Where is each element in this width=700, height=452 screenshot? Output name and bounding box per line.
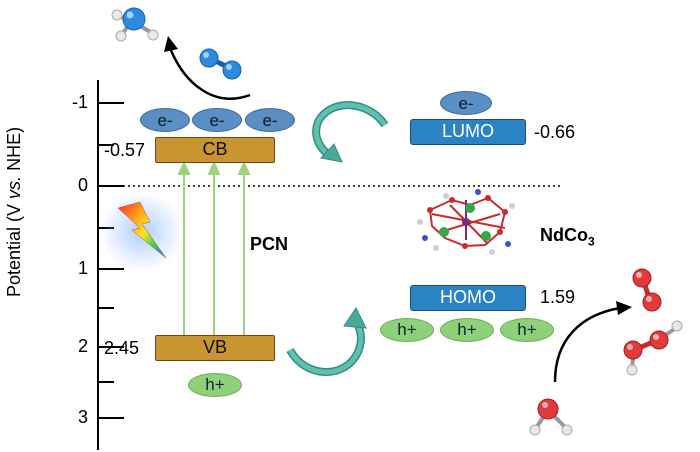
cb-electron: e- — [245, 108, 295, 132]
homo-level: HOMO — [410, 285, 526, 311]
lightning-icon — [100, 192, 184, 272]
tick-label: 0 — [77, 175, 88, 195]
excitation-arrows — [177, 160, 251, 335]
pcn-label: PCN — [250, 234, 289, 254]
ammonia-molecule-icon — [111, 7, 159, 42]
valence-band: VB — [155, 335, 275, 361]
hole-transfer-arrow — [286, 307, 367, 376]
tick-label: 3 — [77, 407, 88, 427]
oxygen-molecule-icon — [632, 268, 662, 312]
homo-hole: h+ — [380, 318, 434, 342]
nitrogen-molecule-icon — [199, 48, 242, 80]
cb-electron: e- — [140, 108, 190, 132]
homo-potential-value: 1.59 — [540, 287, 576, 307]
reduction-arrow — [164, 36, 251, 100]
oxidation-arrow — [553, 301, 632, 383]
vb-hole: h+ — [188, 373, 242, 397]
tick-label: -1 — [71, 92, 88, 112]
cb-electron: e- — [192, 108, 242, 132]
lumo-potential-value: -0.66 — [534, 122, 576, 142]
hydrogen-peroxide-icon — [623, 320, 683, 376]
lumo-level: LUMO — [410, 119, 526, 145]
ndco3-label: NdCo3 — [540, 225, 595, 249]
homo-hole: h+ — [500, 318, 554, 342]
tick-label: 2 — [77, 336, 88, 356]
conduction-band: CB — [155, 137, 275, 163]
cb-potential-value: -0.57 — [104, 140, 146, 160]
water-molecule-icon — [529, 398, 573, 436]
homo-hole: h+ — [440, 318, 494, 342]
lumo-electron: e- — [440, 91, 492, 115]
ndco3-cluster-icon — [417, 189, 515, 255]
electron-transfer-arrow — [312, 101, 389, 163]
vb-potential-value: 2.45 — [104, 338, 140, 358]
tick-label: 1 — [77, 258, 88, 278]
